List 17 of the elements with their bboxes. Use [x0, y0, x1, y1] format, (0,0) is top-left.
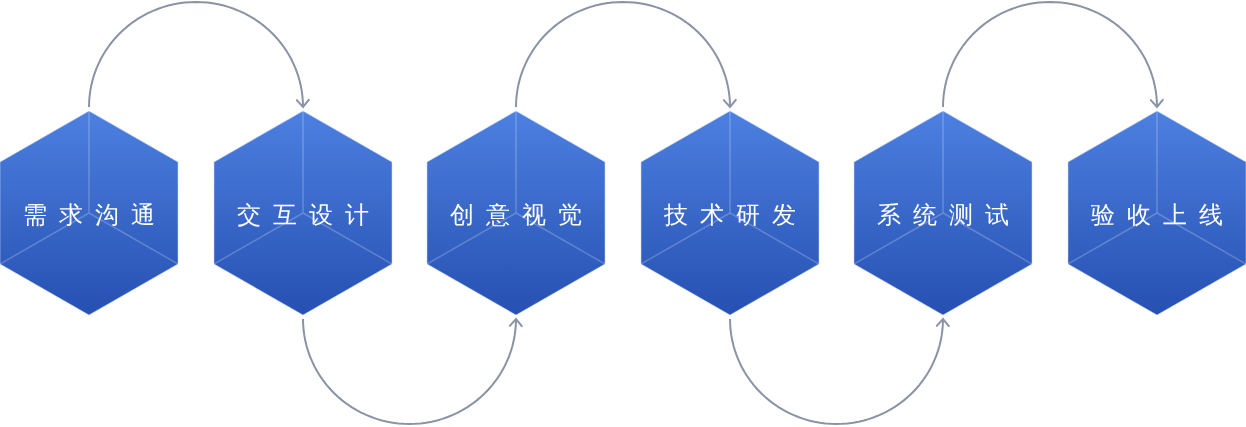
hexagon-step — [214, 111, 392, 315]
hexagon-step — [854, 111, 1032, 315]
step-label: 交互设计 — [237, 200, 381, 230]
step-label: 创意视觉 — [450, 200, 594, 230]
curved-arrow — [942, 1, 1164, 108]
curved-arrow — [729, 318, 950, 425]
hexagon-step — [1068, 111, 1246, 315]
hexagon-step — [427, 111, 605, 315]
step-label: 验收上线 — [1091, 200, 1235, 230]
hexagon-step — [0, 111, 178, 315]
curved-arrow — [302, 318, 523, 425]
hexagon-step — [641, 111, 819, 315]
curved-arrow — [515, 1, 737, 108]
step-label: 技术研发 — [664, 200, 808, 230]
curved-arrow — [88, 1, 310, 108]
step-label: 系统测试 — [877, 200, 1021, 230]
step-label: 需求沟通 — [23, 200, 167, 230]
